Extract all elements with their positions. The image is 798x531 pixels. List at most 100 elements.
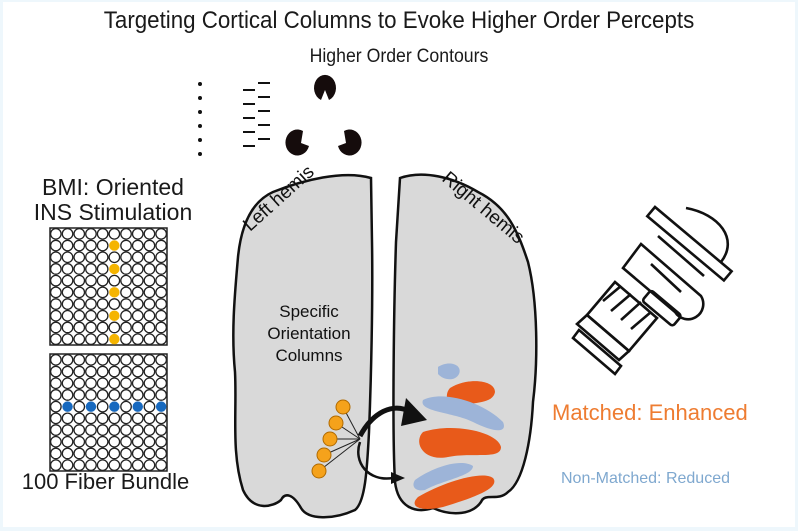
- fiber: [131, 365, 144, 378]
- fiber: [73, 333, 86, 346]
- fiber: [143, 447, 156, 460]
- fiber: [49, 321, 62, 334]
- fiber: [131, 286, 144, 299]
- fiber: [61, 353, 74, 366]
- fiber: [120, 447, 132, 460]
- fiber: [131, 274, 144, 287]
- fiber: [73, 239, 86, 252]
- arrow-head-large: [401, 398, 427, 426]
- fiber: [49, 298, 62, 310]
- fiber: [143, 321, 156, 334]
- fiber: [85, 286, 97, 299]
- fiber: [96, 286, 109, 299]
- fiber: [85, 239, 97, 252]
- fiber: [61, 333, 74, 346]
- fiber: [108, 389, 121, 401]
- fiber: [120, 459, 132, 472]
- fiber: [73, 263, 86, 275]
- fiber: [96, 447, 109, 460]
- fiber: [61, 309, 74, 322]
- fiber: [120, 286, 132, 299]
- fiber: [96, 353, 109, 366]
- kanizsa-triangle-icon: [285, 74, 362, 156]
- fiber-bundle-caption: 100 Fiber Bundle: [21, 469, 190, 494]
- fiber: [85, 321, 97, 334]
- fiber: [155, 365, 168, 378]
- fiber: [155, 321, 168, 334]
- fiber: [131, 447, 144, 460]
- fiber: [49, 435, 62, 448]
- fiber: [155, 412, 168, 425]
- fiber: [120, 274, 132, 287]
- orientation-node: [322, 431, 338, 447]
- fiber: [131, 435, 144, 448]
- fiber: [108, 447, 121, 460]
- fiber: [49, 263, 62, 275]
- fiber: [143, 298, 156, 310]
- fiber: [108, 274, 121, 287]
- fiber: [73, 400, 86, 413]
- fiber: [143, 263, 156, 275]
- fiber: [61, 286, 74, 299]
- active-fiber: [109, 310, 120, 321]
- columns-label-1: Specific: [279, 302, 339, 321]
- fiber: [49, 377, 62, 390]
- fiber: [108, 227, 121, 240]
- columns-label-3: Columns: [275, 346, 342, 365]
- fiber: [61, 389, 74, 401]
- fiber: [108, 459, 121, 472]
- fiber: [108, 251, 121, 264]
- fiber: [155, 274, 168, 287]
- fiber: [108, 298, 121, 310]
- fiber: [85, 412, 97, 425]
- fiber: [85, 274, 97, 287]
- fiber: [120, 389, 132, 401]
- fiber: [143, 459, 156, 472]
- fiber: [131, 227, 144, 240]
- fiber: [85, 377, 97, 390]
- fiber: [85, 389, 97, 401]
- bmi-label-line2: INS Stimulation: [33, 199, 193, 225]
- fiber: [155, 377, 168, 390]
- fiber: [155, 333, 168, 346]
- fiber: [96, 298, 109, 310]
- fiber: [85, 298, 97, 310]
- fiber: [131, 333, 144, 346]
- fiber: [85, 251, 97, 264]
- fiber: [73, 353, 86, 366]
- fiber: [73, 412, 86, 425]
- fiber: [131, 321, 144, 334]
- orientation-columns: [413, 363, 504, 509]
- active-fiber: [109, 263, 120, 275]
- fiber: [61, 274, 74, 287]
- bmi-label-line1: BMI: Oriented: [42, 174, 184, 200]
- fiber: [73, 309, 86, 322]
- dotted-line-icon: [198, 82, 202, 156]
- fiber: [120, 263, 132, 275]
- fan-line: [318, 438, 361, 472]
- fiber: [61, 263, 74, 275]
- fiber: [49, 239, 62, 252]
- fiber: [96, 309, 109, 322]
- fiber: [49, 389, 62, 401]
- fiber: [131, 389, 144, 401]
- fiber: [73, 377, 86, 390]
- fiber: [96, 321, 109, 334]
- fiber: [96, 239, 109, 252]
- fiber: [143, 274, 156, 287]
- fiber: [96, 424, 109, 436]
- fiber: [131, 459, 144, 472]
- fiber: [120, 353, 132, 366]
- fiber: [49, 309, 62, 322]
- fiber: [49, 286, 62, 299]
- orientation-node-fan: [311, 399, 361, 479]
- fiber: [61, 377, 74, 390]
- fiber: [49, 447, 62, 460]
- fiber: [131, 263, 144, 275]
- fiber: [131, 353, 144, 366]
- legend-matched: Matched: Enhanced: [552, 400, 748, 425]
- fiber: [155, 239, 168, 252]
- fiber: [49, 333, 62, 346]
- orientation-node: [335, 399, 351, 415]
- fiber: [143, 251, 156, 264]
